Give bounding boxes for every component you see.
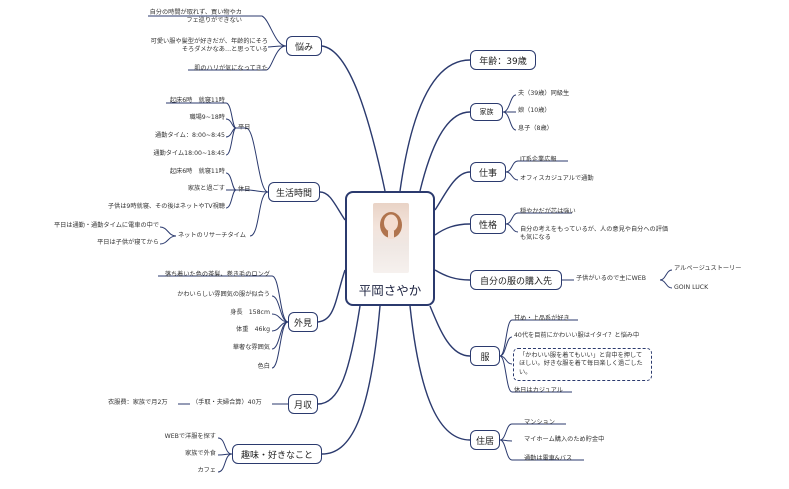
node-age[interactable]: 年齢：39歳 (470, 50, 536, 70)
node-job[interactable]: 仕事 (470, 162, 506, 182)
node-nayami[interactable]: 悩み (286, 36, 322, 56)
node-purchase[interactable]: 自分の服の購入先 (470, 270, 562, 290)
leaf-geshu-1: 衣服費：家族で月2万 (108, 399, 168, 406)
portrait-photo (373, 203, 409, 273)
connector-home (409, 305, 471, 441)
leaf-gaiken-6: 色白 (257, 363, 270, 370)
node-gaiken[interactable]: 外見 (288, 312, 318, 332)
node-clothes[interactable]: 服 (470, 346, 500, 366)
node-home[interactable]: 住居 (470, 430, 500, 450)
leaf-clothes-1: 甘め・上品系が好き (514, 315, 570, 322)
label-research: ネットのリサーチタイム (178, 232, 246, 239)
connector-gaiken (315, 269, 346, 323)
connector-job (434, 171, 471, 211)
node-geshu[interactable]: 月収 (288, 394, 318, 414)
leaf-purchase-1: アルページュストーリー (674, 265, 742, 272)
connector-family (419, 111, 471, 192)
connector-shumi (321, 305, 381, 455)
leaf-geshu-2: （手取・夫婦合算）40万 (192, 399, 262, 406)
leaf-gaiken-4: 体重 46kg (236, 326, 270, 333)
leaf-family-2: 娘（10歳） (518, 107, 551, 114)
leaf-nayami-1: 自分の時間が取れず、買い物やカフェ巡りができない (149, 9, 242, 25)
leaf-purchase-2: GOIN LUCK (674, 284, 709, 291)
leaf-heijitsu-1: 起床6時 就寝11時 (169, 97, 225, 104)
leaf-nayami-3: 肌のハリが気になってきた (194, 65, 268, 72)
central-name: 平岡さやか (358, 283, 422, 298)
leaf-kyujitsu-3: 子供は9時就寝、その後はネットやTV視聴 (107, 203, 225, 210)
node-shumi[interactable]: 趣味・好きなこと (232, 444, 322, 464)
leaf-clothes-3: 休日はカジュアル (514, 387, 563, 394)
leaf-research-2: 平日は子供が寝てから (97, 239, 159, 246)
clothes-quote-box: 「かわいい服を着てもいい」と背中を押してほしい。好きな服を着て毎日楽しく過ごした… (513, 348, 652, 381)
connector-seikatsu (319, 191, 346, 221)
node-seikatsu[interactable]: 生活時間 (268, 182, 320, 202)
central-node[interactable]: 平岡さやか (345, 191, 435, 306)
node-family[interactable]: 家族 (470, 103, 503, 121)
leaf-heijitsu-3: 通勤タイム：8:00~8:45 (155, 132, 225, 139)
leaf-shumi-3: カフェ (197, 467, 216, 474)
leaf-home-2: マイホーム購入のため貯金中 (524, 436, 605, 443)
leaf-shumi-2: 家族で外食 (185, 450, 216, 457)
leaf-job-2: オフィスカジュアルで通勤 (520, 175, 594, 182)
leaf-purchase-mid: 子供がいるので主にWEB (576, 275, 646, 282)
leaf-family-3: 息子（8歳） (518, 125, 553, 132)
leaf-nayami-2: 可愛い服や髪型が好きだが、年齢的にそろそろダメかなあ…と思っている (150, 38, 268, 54)
node-character[interactable]: 性格 (470, 214, 506, 234)
connector-purchase (434, 269, 471, 281)
leaf-kyujitsu-1: 起床6時 就寝11時 (169, 168, 225, 175)
leaf-gaiken-3: 身長 158cm (230, 309, 270, 316)
leaf-gaiken-2: かわいらしい雰囲気の服が似合う (177, 291, 270, 298)
leaf-gaiken-1: 落ち着いた色の茶髪、巻き毛のロング (164, 271, 270, 278)
leaf-gaiken-5: 華奢な雰囲気 (232, 344, 270, 351)
connector-nayami (321, 45, 386, 192)
leaf-heijitsu-2: 職場9~18時 (189, 114, 225, 121)
leaf-character-2: 自分の考えをもっているが、人の意見や自分への評価も気になる (520, 226, 669, 242)
clothes-quote-text: 「かわいい服を着てもいい」と背中を押してほしい。好きな服を着て毎日楽しく過ごした… (519, 352, 643, 376)
leaf-shumi-1: WEBで洋服を探す (164, 433, 216, 440)
leaf-research-1: 平日は通勤・通勤タイムに電車の中で (53, 222, 159, 229)
leaf-character-1: 穏やかだが芯は強い (520, 208, 576, 215)
leaf-heijitsu-4: 通勤タイム18:00~18:45 (153, 150, 225, 157)
label-kyujitsu: 休日 (238, 186, 251, 193)
leaf-kyujitsu-2: 家族と過ごす (187, 185, 225, 192)
connector-geshu (317, 305, 361, 405)
connector-character (434, 223, 471, 236)
label-heijitsu: 平日 (238, 124, 251, 131)
connector-age (399, 59, 471, 192)
leaf-job-1: IT系企業広報 (520, 156, 557, 163)
portrait-illustration (380, 212, 402, 239)
connector-clothes (429, 305, 471, 357)
leaf-clothes-2: 40代を目前にかわいい服はイタイ？と悩み中 (514, 332, 640, 339)
leaf-family-1: 夫（39歳）同級生 (518, 90, 570, 97)
leaf-home-1: マンション (524, 419, 555, 426)
leaf-home-3: 通勤は電車&バス (524, 455, 573, 462)
